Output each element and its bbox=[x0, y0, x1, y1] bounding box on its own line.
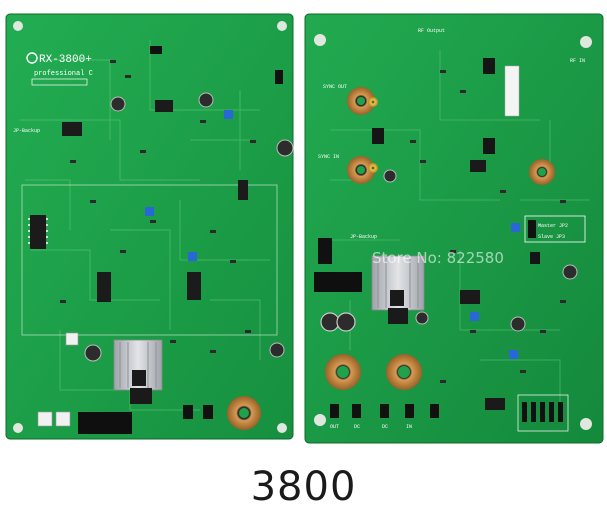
svg-text:Slave JP3: Slave JP3 bbox=[538, 234, 565, 240]
pcb-photo: RX-3800+ professional C JP-Backup bbox=[5, 13, 604, 444]
left-power-connector bbox=[78, 412, 132, 434]
right-terminal-jumpers bbox=[330, 404, 439, 418]
left-board-model-label: RX-3800+ bbox=[26, 52, 92, 66]
left-board-backup-label: JP-Backup bbox=[13, 128, 40, 134]
left-ic-chips bbox=[30, 100, 248, 302]
svg-text:Master JP2: Master JP2 bbox=[538, 223, 568, 229]
left-capacitors bbox=[84, 92, 294, 362]
master-slave-jumper-box: Master JP2 Slave JP3 bbox=[524, 215, 586, 243]
right-main-capacitors bbox=[320, 312, 356, 332]
terminal-label-dc-1: DC bbox=[354, 424, 360, 430]
sync-in-label: SYNC IN bbox=[318, 154, 339, 160]
right-jumper-array bbox=[517, 394, 569, 432]
left-board-subtitle: professional C bbox=[34, 70, 93, 78]
left-heatsink bbox=[113, 339, 163, 404]
right-pcb-board: RF Output RF IN SYNC OUT SYNC IN JP-Back… bbox=[304, 13, 604, 444]
right-backup-label: JP-Backup bbox=[350, 234, 377, 240]
right-board-sticker bbox=[504, 65, 520, 117]
terminal-label-dc-2: DC bbox=[382, 424, 388, 430]
rf-in-label: RF IN bbox=[570, 58, 585, 64]
svg-text:RX-3800+: RX-3800+ bbox=[39, 54, 92, 66]
left-smd-parts bbox=[60, 60, 256, 353]
terminal-label-out: OUT bbox=[330, 424, 339, 430]
left-trimmer-pots bbox=[145, 110, 233, 261]
right-heatsink bbox=[371, 255, 425, 324]
product-caption: 3800 bbox=[250, 464, 357, 510]
right-rf-coils bbox=[347, 87, 555, 185]
left-pcb-board: RX-3800+ professional C JP-Backup bbox=[5, 13, 294, 440]
sync-out-label: SYNC OUT bbox=[323, 84, 347, 90]
left-toroid-coil bbox=[227, 396, 261, 430]
right-transistors bbox=[372, 58, 540, 264]
store-watermark: Store No: 822580 bbox=[372, 249, 504, 267]
right-power-toroids bbox=[325, 354, 422, 390]
terminal-label-in: IN bbox=[406, 424, 412, 430]
rf-output-label: RF Output bbox=[418, 28, 445, 34]
